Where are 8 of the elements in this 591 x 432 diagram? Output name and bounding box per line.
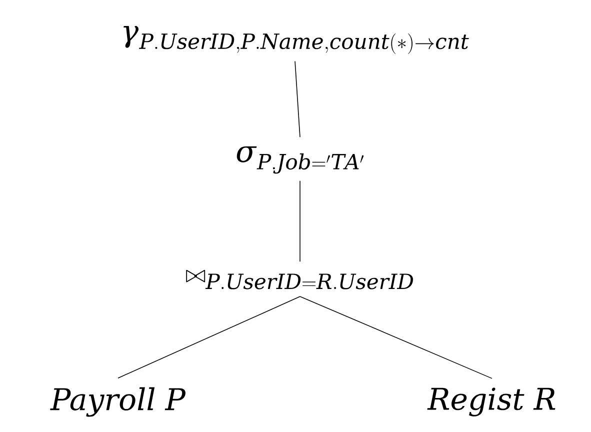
selection-operator: $\sigma_{P.Job='TA'}$ — [236, 146, 364, 174]
grouping-operator: $\gamma_{P.UserID,P.Name,count(*)\rightarrow cnt}$ — [124, 26, 469, 54]
tree-edge — [294, 60, 300, 138]
tree-edge — [300, 296, 492, 379]
tree-edge — [118, 296, 300, 378]
relation-name: Regist R — [427, 388, 556, 416]
relation-name: Payroll P — [50, 387, 186, 417]
join-operator: $\bowtie_{P.UserID=R.UserID}$ — [186, 270, 414, 290]
